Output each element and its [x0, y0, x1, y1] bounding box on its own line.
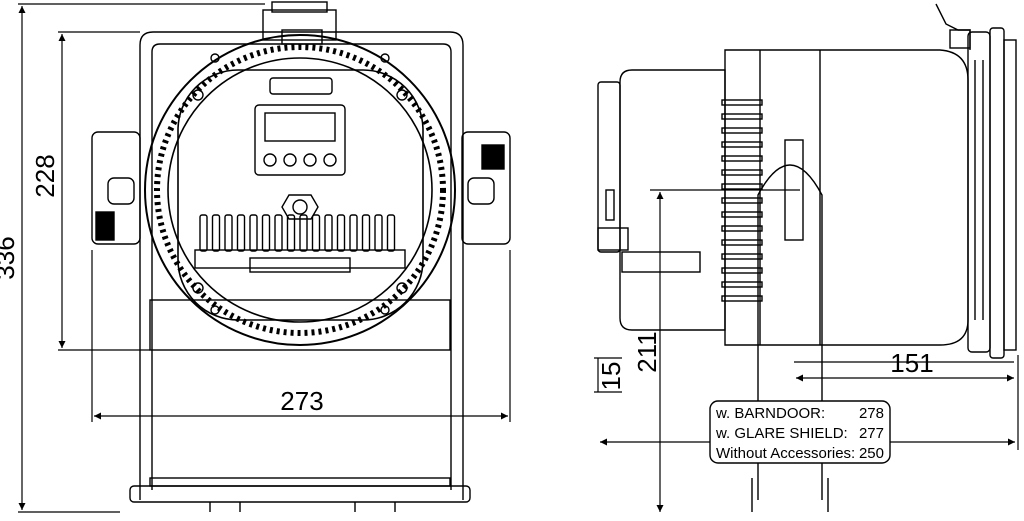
table-label-without-accessories: Without Accessories: [716, 445, 855, 462]
center-bolt [281, 194, 319, 220]
front-dimensions [18, 3, 511, 513]
cooling-fin [374, 214, 383, 252]
side-fin [721, 267, 763, 274]
side-fin [721, 281, 763, 288]
table-label-glare-shield: w. GLARE SHIELD: [715, 425, 848, 442]
dim-label-211: 211 [632, 331, 662, 372]
cooling-fin [286, 214, 296, 252]
front-lens-frame [935, 3, 1017, 359]
table-value-glare-shield: 277 [859, 425, 884, 442]
dim-label-336: 336 [0, 236, 20, 279]
cooling-fin [386, 214, 396, 252]
cooling-fin [324, 214, 333, 252]
cooling-fin [236, 214, 246, 252]
side-fin [721, 239, 763, 246]
side-fin [721, 183, 763, 190]
side-fin [721, 113, 763, 120]
dim-label-273: 273 [280, 386, 323, 416]
side-fin [721, 155, 763, 162]
cooling-fin [349, 214, 358, 252]
side-fin [721, 211, 763, 218]
side-fin [721, 197, 763, 204]
cooling-fin [199, 214, 208, 252]
dim-label-228: 228 [30, 154, 60, 197]
rear-body [597, 69, 726, 331]
lower-plate [194, 249, 406, 269]
front-view [91, 1, 511, 512]
cooling-fin [249, 214, 258, 252]
dim-label-15: 15 [596, 362, 626, 391]
side-knob-right [461, 131, 511, 245]
cooling-fin [311, 214, 321, 252]
cooling-fin [361, 214, 371, 252]
cooling-fin [261, 214, 271, 252]
cooling-fin [211, 214, 221, 252]
side-fin [721, 99, 763, 106]
side-fin [721, 253, 763, 260]
side-view [597, 3, 1017, 512]
table-label-barndoor: w. BARNDOOR: [715, 405, 825, 422]
side-fin [721, 295, 763, 302]
cooling-fin [274, 214, 283, 252]
accessories-table: w. BARNDOOR: 278 w. GLARE SHIELD: 277 Wi… [709, 400, 891, 464]
side-fin [721, 169, 763, 176]
side-fins [721, 99, 763, 302]
control-panel [254, 104, 346, 176]
main-housing [144, 34, 456, 346]
dim-label-151: 151 [890, 348, 933, 378]
lower-latch [249, 257, 351, 273]
table-value-barndoor: 278 [859, 405, 884, 422]
cooling-fin [299, 214, 308, 252]
side-fin [721, 141, 763, 148]
side-knob-left [91, 131, 141, 245]
yoke-bracket [129, 31, 471, 512]
cooling-fin [224, 214, 233, 252]
cooling-fins [199, 214, 396, 252]
side-fin [721, 225, 763, 232]
table-value-without-accessories: 250 [859, 445, 884, 462]
cooling-fin [336, 214, 346, 252]
side-fin [721, 127, 763, 134]
